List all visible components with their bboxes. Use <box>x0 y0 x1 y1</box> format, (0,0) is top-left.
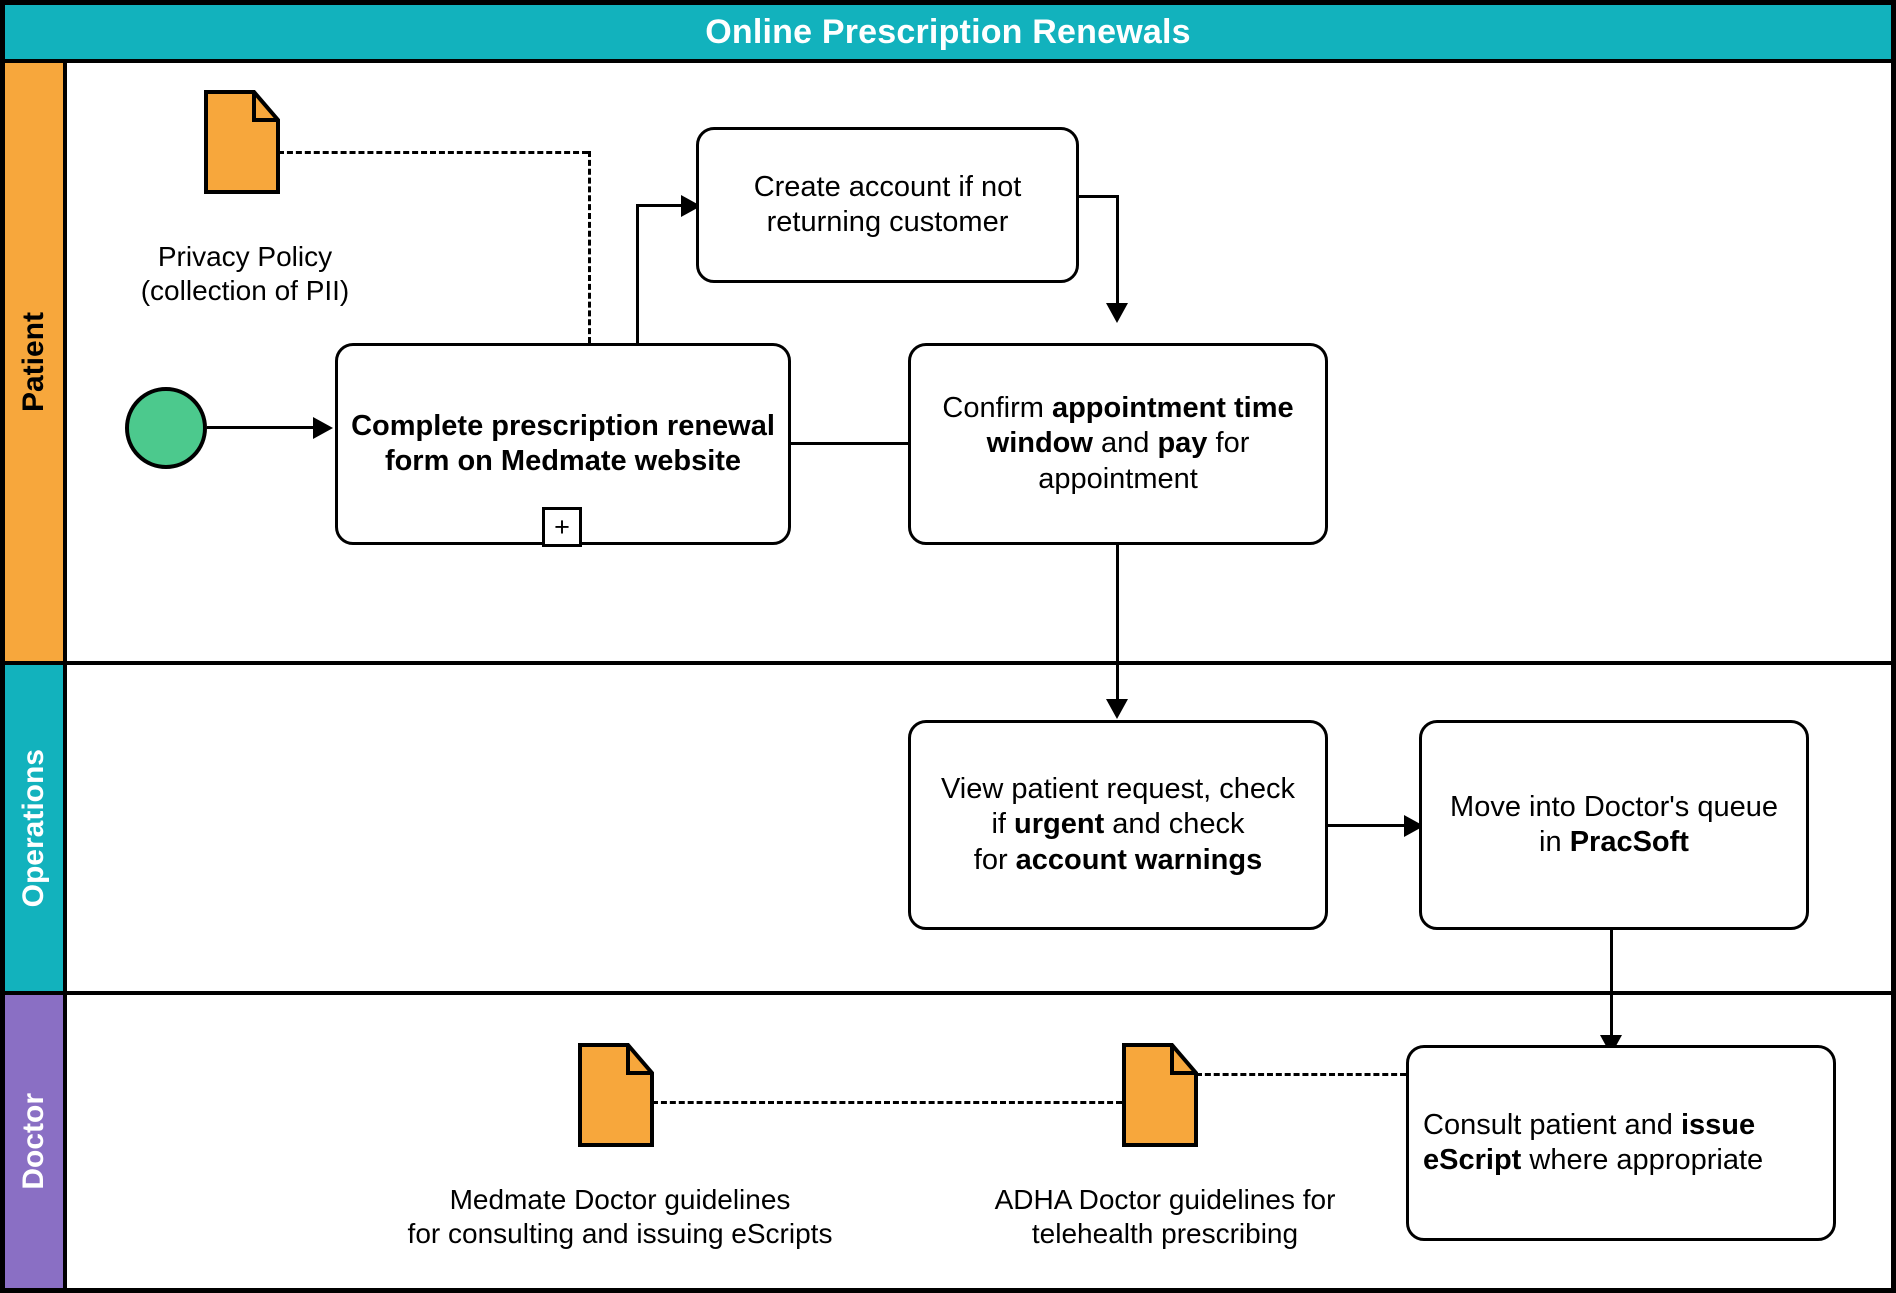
task-move-into-doctor-queue[interactable]: Move into Doctor's queue in PracSoft <box>1419 720 1809 930</box>
pool-title: Online Prescription Renewals <box>5 5 1891 63</box>
flow-move-queue-to-consult <box>1610 930 1613 1040</box>
data-object-medmate-guidelines <box>578 1043 654 1147</box>
lane-label-doctor: Doctor <box>17 1093 50 1190</box>
arrowhead-to-view-request <box>1106 699 1128 719</box>
arrowhead-start-to-complete-form <box>313 417 333 439</box>
task-move-into-doctor-queue-label: Move into Doctor's queue in PracSoft <box>1450 790 1778 858</box>
task-consult-patient-issue-escript[interactable]: Consult patient and issue eScript where … <box>1406 1045 1836 1241</box>
flow-complete-form-up-segment <box>636 204 639 344</box>
start-event[interactable] <box>125 387 207 469</box>
association-adha-guidelines <box>1196 1073 1406 1076</box>
task-confirm-appointment-label: Confirm appointment time window and pay … <box>942 391 1294 495</box>
task-consult-patient-issue-escript-label: Consult patient and issue eScript where … <box>1423 1108 1764 1176</box>
subprocess-plus-marker[interactable]: + <box>542 507 582 547</box>
task-confirm-appointment[interactable]: Confirm appointment time window and pay … <box>908 343 1328 545</box>
task-view-patient-request-label: View patient request, check if urgent an… <box>940 772 1296 876</box>
task-create-account[interactable]: Create account if not returning customer <box>696 127 1079 283</box>
task-create-account-label: Create account if not returning customer <box>753 170 1022 238</box>
lane-header-operations: Operations <box>5 665 67 991</box>
data-object-adha-guidelines <box>1122 1043 1198 1147</box>
flow-complete-form-to-create-account-segment <box>636 204 696 207</box>
lane-label-operations: Operations <box>17 748 50 908</box>
lane-label-patient: Patient <box>17 311 50 413</box>
flow-create-account-down-segment <box>1116 195 1119 311</box>
flow-complete-form-to-confirm <box>791 442 909 445</box>
task-complete-prescription-form-label: Complete prescription renewal form on Me… <box>351 409 775 477</box>
flow-start-to-complete-form <box>207 426 315 429</box>
data-label-privacy-policy: Privacy Policy (collection of PII) <box>140 241 350 306</box>
data-label-medmate-guidelines: Medmate Doctor guidelines for consulting… <box>407 1184 833 1249</box>
lane-header-doctor: Doctor <box>5 995 67 1288</box>
association-privacy-horizontal <box>278 151 588 154</box>
flow-confirm-to-view-request <box>1116 545 1119 705</box>
data-label-adha-guidelines: ADHA Doctor guidelines for telehealth pr… <box>994 1184 1336 1249</box>
data-object-privacy-policy <box>204 90 280 194</box>
association-medmate-guidelines <box>652 1101 1122 1104</box>
flow-view-request-to-move-queue <box>1328 824 1414 827</box>
flow-create-account-right-segment <box>1079 195 1119 198</box>
association-privacy-vertical <box>588 151 591 343</box>
lane-header-patient: Patient <box>5 63 67 661</box>
arrowhead-to-confirm-appointment <box>1106 303 1128 323</box>
task-view-patient-request[interactable]: View patient request, check if urgent an… <box>908 720 1328 930</box>
